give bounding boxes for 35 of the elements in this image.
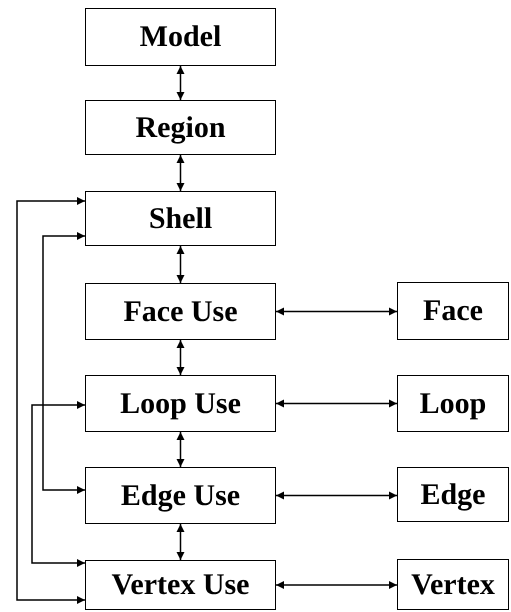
entity-box [85,191,276,246]
arrow [176,246,184,283]
arrow [276,492,397,500]
entity-box [397,375,509,432]
arrow [176,524,184,560]
entity-box [397,467,509,522]
entity-box [397,559,509,610]
box-label: Loop Use [120,388,241,418]
arrow [176,432,184,467]
arrow [176,340,184,375]
entity-box [85,283,276,340]
box-label: Vertex Use [111,570,250,600]
box-label: Face [423,296,483,326]
box-label: Region [136,112,226,142]
entity-box [85,375,276,432]
arrow [42,232,85,494]
entity-box [397,282,509,340]
arrow [276,581,397,589]
entity-box [85,560,276,610]
box-label: Vertex [411,570,495,600]
arrow [31,401,85,567]
box-label: Shell [148,204,212,234]
arrow [276,400,397,408]
entity-box [85,100,276,155]
arrow [16,197,85,604]
box-label: Edge Use [120,480,240,510]
box-label: Model [140,22,222,52]
box-label: Loop [420,388,486,418]
box-label: Edge [420,480,486,510]
arrow [176,155,184,191]
arrow [176,66,184,100]
arrow [276,308,397,316]
box-label: Face Use [123,296,238,326]
entity-box [85,467,276,524]
entity-box [85,8,276,66]
